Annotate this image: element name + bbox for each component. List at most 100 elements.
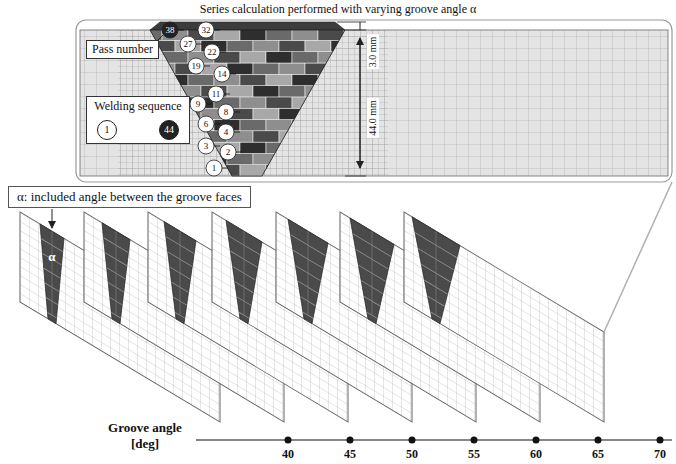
pass-line [180,259,181,273]
callout-number: 22 [202,46,222,58]
detail-frame [76,20,672,182]
weld-pass [279,108,305,119]
leader-line [224,94,230,95]
weld-pass [331,153,357,164]
panel-face [404,212,604,422]
tick-label: 60 [521,447,551,461]
pass-line [52,231,53,245]
weld-pass [175,153,201,164]
panel-groove [288,219,328,333]
weld-pass [383,40,409,51]
pass-line [116,301,117,315]
pass-line [180,231,181,245]
callout-number: 32 [196,24,216,36]
callout-number: 14 [212,68,232,80]
pass-line [372,231,373,245]
weld-pass [162,52,188,63]
weld-pass [305,86,331,97]
weld-pass [292,120,318,131]
pass-line [372,259,373,273]
weld-pass [383,131,409,142]
zoom-line [604,182,672,332]
pass-line [116,273,117,287]
pass-line [244,301,245,315]
weld-pass [383,153,409,164]
weld-pass [266,165,292,176]
pass-line [244,259,245,273]
weld-pass [331,63,357,74]
extension-line [345,30,366,31]
leader-line [214,30,220,31]
weld-pass [318,142,344,153]
plate [80,30,668,176]
weld-pass [266,142,292,153]
weld-pass [253,40,279,51]
axis-dot [409,437,416,444]
panel-mesh [404,212,604,422]
callout-number: 27 [178,38,198,50]
pass-line [116,259,117,273]
weld-pass [292,29,318,40]
pass-line [308,301,309,315]
pass-line [436,259,437,273]
plate-mesh [80,30,668,176]
panel-groove [102,223,130,330]
weld-pass [318,165,344,176]
weld-pass [344,74,370,85]
weld-pass [227,63,253,74]
weld-pass [279,40,305,51]
angle-symbol: α [44,249,60,265]
weld-pass [318,52,344,63]
leader-line [214,124,220,125]
step-number: 44 [160,121,178,139]
tick-label: 50 [397,447,427,461]
leader-line [222,168,228,169]
weld-pass [318,74,344,85]
pass-line [372,287,373,301]
weld-pass [214,29,240,40]
extension-line [345,176,366,177]
pass-line [180,273,181,287]
pass-line [436,301,437,315]
weld-pass [370,165,396,176]
weld-pass [240,74,266,85]
sequence-circle: 44 [159,120,179,140]
callout-number: 38 [160,24,180,36]
callout-number: 2 [218,146,238,158]
dimension-label: 3.0 mm [367,35,379,70]
weld-pass [253,131,279,142]
pass-line [308,259,309,273]
weld-pass [318,120,344,131]
weld-pass [162,165,188,176]
weld-pass [266,120,292,131]
pass-line [52,273,53,287]
pass-line [180,287,181,301]
weld-pass [266,52,292,63]
weld-pass [383,86,409,97]
weld-pass [188,74,214,85]
weld-pass [318,97,344,108]
pass-line [244,287,245,301]
panel-groove [350,218,394,334]
weld-pass [240,97,266,108]
weld-pass [305,131,331,142]
pass-line [308,273,309,287]
weld-pass [305,153,331,164]
pass-line [436,287,437,301]
weld-pass [253,63,279,74]
leader-line [196,44,202,45]
weld-pass [149,63,175,74]
leader-line [230,74,236,75]
weld-pass [279,63,305,74]
leader-line [204,66,210,67]
pass-line [308,231,309,245]
pass-line [116,231,117,245]
pass-line [244,273,245,287]
weld-pass [240,165,266,176]
tick-label: 65 [583,447,613,461]
weld-pass [240,29,266,40]
callout-number: 11 [206,88,226,100]
weld-pass [370,142,396,153]
